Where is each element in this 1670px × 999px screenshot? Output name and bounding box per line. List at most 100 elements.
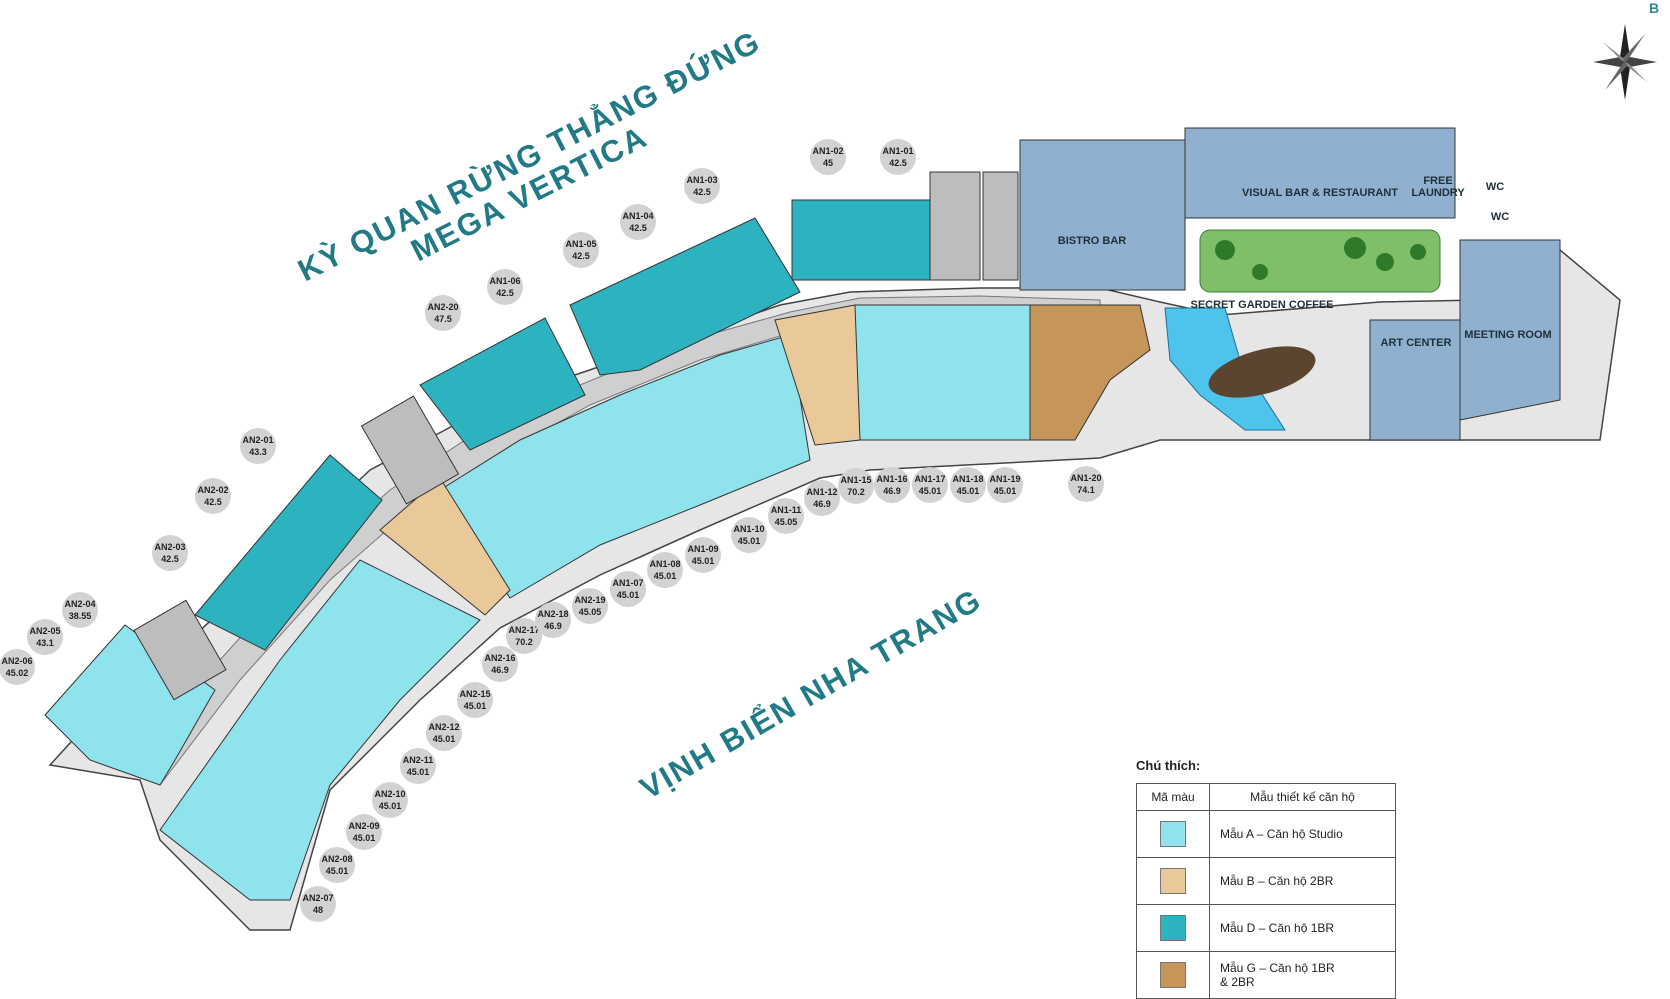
legend-table: Mã màu Mẫu thiết kế căn hộ Mẫu A – Căn h… — [1136, 783, 1396, 999]
unit-area: 48 — [313, 905, 323, 915]
unit-area: 42.5 — [889, 158, 907, 168]
unit-area: 74.1 — [1077, 485, 1095, 495]
unit-area: 45.01 — [919, 486, 942, 496]
unit-tag-circle — [685, 537, 721, 573]
unit-area: 45.01 — [433, 734, 456, 744]
unit-code: AN1-10 — [733, 524, 764, 534]
unit-tag-circle — [535, 602, 571, 638]
unit-area: 47.5 — [434, 314, 452, 324]
art-center-label: ART CENTER — [1381, 337, 1452, 349]
unit-tag-circle — [912, 467, 948, 503]
unit-tag-circle — [987, 467, 1023, 503]
unit-block-1br-an2-01-03 — [194, 454, 383, 651]
unit-tag-circle — [195, 478, 231, 514]
unit-tag-circle — [0, 649, 35, 685]
bistro-bar-label: BISTRO BAR — [1058, 235, 1127, 247]
wc-label-1: WC — [1486, 181, 1504, 193]
unit-code: AN2-09 — [348, 821, 379, 831]
unit-code: AN1-01 — [882, 146, 913, 156]
unit-area: 70.2 — [847, 487, 865, 497]
unit-code: AN2-15 — [459, 689, 490, 699]
unit-code: AN2-10 — [374, 789, 405, 799]
unit-tag-circle — [506, 618, 542, 654]
unit-area: 45.05 — [579, 607, 602, 617]
unit-code: AN1-03 — [686, 175, 717, 185]
unit-tag: AN1-20 74.1 — [1068, 466, 1104, 502]
meeting-room-label: MEETING ROOM — [1464, 329, 1551, 341]
unit-code: AN1-20 — [1070, 473, 1101, 483]
unit-code: AN2-06 — [1, 656, 32, 666]
unit-tag-circle — [610, 571, 646, 607]
stair-core-4 — [133, 599, 227, 701]
unit-code: AN1-16 — [876, 474, 907, 484]
stair-core-2 — [982, 171, 1019, 281]
unit-code: AN2-04 — [64, 599, 95, 609]
unit-tag-circle — [457, 682, 493, 718]
unit-area: 45.02 — [6, 668, 29, 678]
unit-tag-circle — [62, 592, 98, 628]
unit-tag-circle — [880, 139, 916, 175]
unit-tag: AN2-04 38.55 — [62, 592, 98, 628]
unit-code: AN1-19 — [989, 474, 1020, 484]
unit-tag-circle — [400, 748, 436, 784]
unit-code: AN2-11 — [403, 755, 434, 765]
unit-tag: AN2-06 45.02 — [0, 649, 35, 685]
unit-area: 43.3 — [249, 447, 267, 457]
unit-code: AN1-17 — [914, 474, 945, 484]
unit-area: 42.5 — [496, 288, 514, 298]
unit-code: AN1-02 — [812, 146, 843, 156]
unit-area: 38.55 — [69, 611, 92, 621]
unit-code: AN2-19 — [574, 595, 605, 605]
unit-area: 46.9 — [491, 665, 509, 675]
unit-code: AN1-11 — [771, 505, 802, 515]
unit-code: AN2-16 — [484, 653, 515, 663]
legend: Chú thích: Mã màu Mẫu thiết kế căn hộ Mẫ… — [1136, 758, 1396, 999]
unit-tag-circle — [838, 468, 874, 504]
unit-block-1br-2br-an1-20 — [1029, 304, 1151, 441]
unit-tag-circle — [768, 498, 804, 534]
unit-tag-circle — [240, 428, 276, 464]
unit-tag: AN2-19 45.05 — [572, 588, 608, 624]
tree-icon — [1344, 237, 1366, 259]
unit-code: AN1-08 — [649, 559, 680, 569]
legend-swatch — [1136, 857, 1210, 905]
unit-area: 45.01 — [379, 801, 402, 811]
unit-code: AN1-05 — [565, 239, 596, 249]
pool-deck-island — [1208, 346, 1316, 398]
unit-tag: AN1-17 45.01 — [912, 467, 948, 503]
unit-area: 42.5 — [161, 554, 179, 564]
stair-core-1 — [929, 171, 981, 281]
unit-block-1br-an1-03-06 — [569, 217, 801, 376]
unit-tag: AN2-11 45.01 — [400, 748, 436, 784]
unit-tag-circle — [647, 552, 683, 588]
unit-code: AN1-15 — [840, 475, 871, 485]
unit-area: 45.01 — [407, 767, 430, 777]
unit-code: AN1-09 — [687, 544, 718, 554]
unit-tag-circle — [372, 782, 408, 818]
legend-label: Mẫu B – Căn hộ 2BR — [1209, 857, 1396, 905]
unit-area: 42.5 — [629, 223, 647, 233]
amenity-meeting-room — [1459, 239, 1561, 421]
tree-icon — [1252, 264, 1268, 280]
tree-icon — [1376, 253, 1394, 271]
unit-tag-circle — [425, 295, 461, 331]
compass-rose-icon — [1593, 24, 1657, 100]
unit-block-1br-an2-20 — [419, 317, 586, 451]
unit-tag-circle — [1068, 466, 1104, 502]
unit-tag-circle — [27, 619, 63, 655]
unit-area: 43.1 — [36, 638, 54, 648]
unit-area: 42.5 — [693, 187, 711, 197]
secret-garden-lawn — [1199, 229, 1441, 293]
